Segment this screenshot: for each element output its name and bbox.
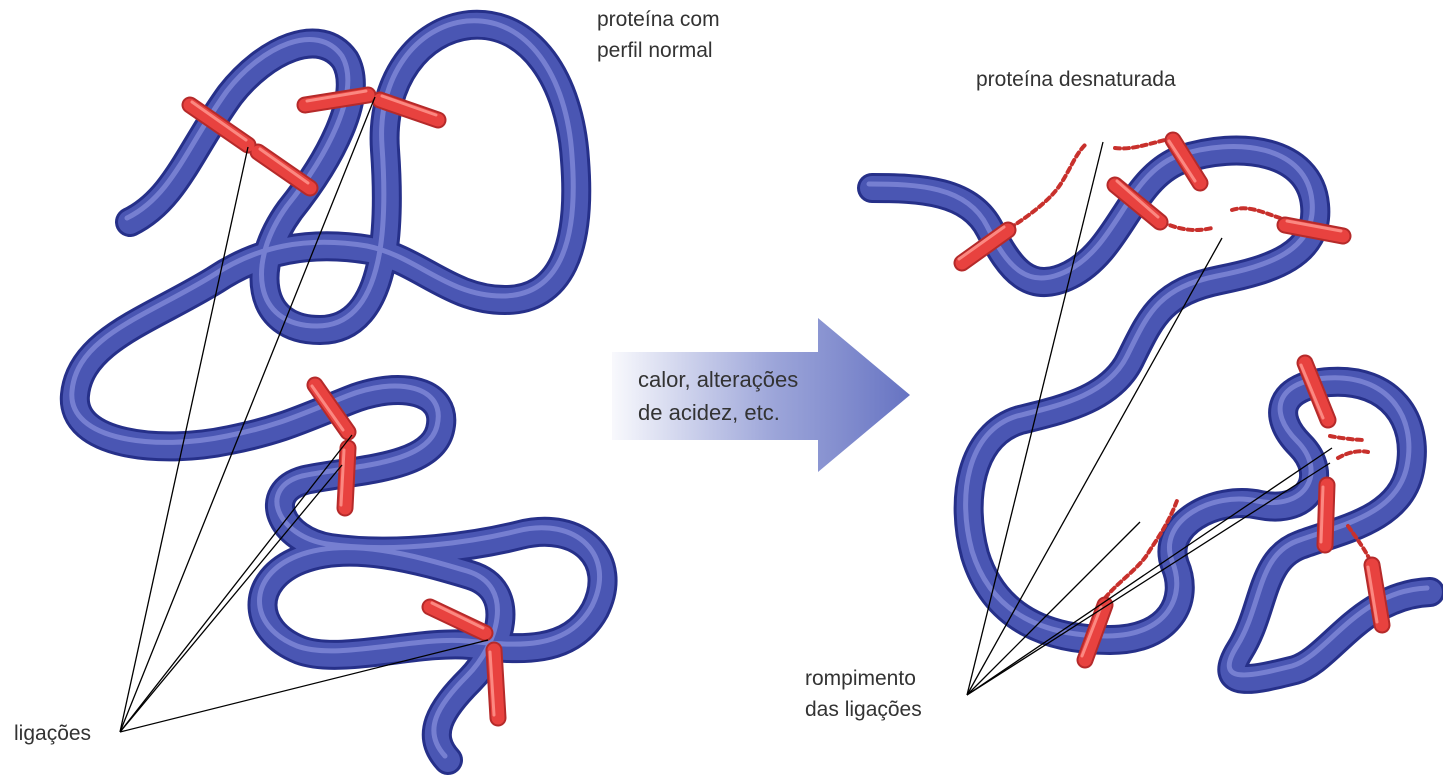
native-protein-label: proteína com perfil normal [597,4,720,66]
denatured-protein-label: proteína desnaturada [976,64,1176,95]
broken-bonds-label: rompimento das ligações [805,663,922,725]
broken-bonds-label-line2: das ligações [805,694,922,725]
broken-bonds-label-line1: rompimento [805,663,922,694]
process-arrow-label-line2: de acidez, etc. [638,396,798,429]
process-arrow-label: calor, alterações de acidez, etc. [638,363,798,429]
denatured-protein-chain [869,146,1430,678]
native-protein-label-line1: proteína com [597,4,720,35]
native-protein-chain [72,21,603,760]
native-protein-label-line2: perfil normal [597,35,720,66]
bonds-label: ligações [14,718,91,749]
process-arrow-label-line1: calor, alterações [638,363,798,396]
